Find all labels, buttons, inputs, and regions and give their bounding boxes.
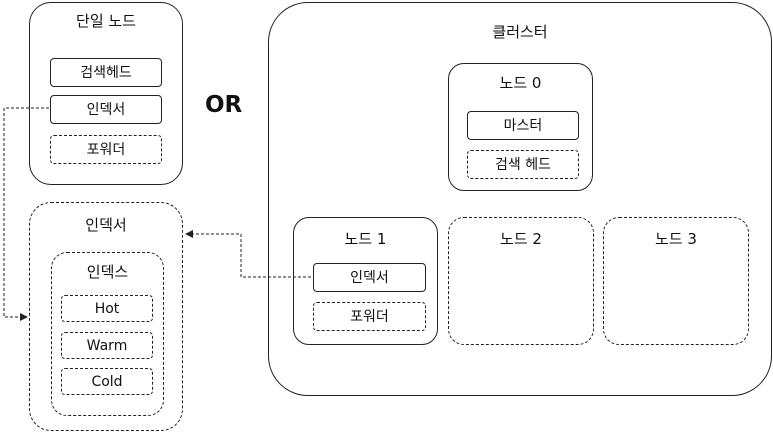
node3-box: 노드 3	[603, 217, 749, 345]
node0-box: 노드 0 마스터 검색 헤드	[448, 63, 593, 191]
node2-box: 노드 2	[448, 217, 594, 345]
single-node-search-head: 검색헤드	[50, 58, 162, 87]
single-node-forwarder: 포워더	[50, 135, 162, 164]
indexer-detail-title: 인덱서	[85, 216, 127, 234]
single-node-box: 단일 노드 검색헤드 인덱서 포워더	[29, 2, 183, 185]
node1-forwarder: 포워더	[313, 302, 426, 331]
node3-title: 노드 3	[655, 230, 697, 248]
node0-search-head: 검색 헤드	[467, 150, 579, 179]
single-node-indexer: 인덱서	[50, 95, 162, 124]
node2-title: 노드 2	[500, 230, 542, 248]
node1-indexer: 인덱서	[313, 263, 426, 292]
node1-box: 노드 1 인덱서 포워더	[293, 217, 438, 345]
bucket-hot: Hot	[61, 295, 153, 322]
node0-title: 노드 0	[499, 74, 542, 92]
index-box: 인덱스 Hot Warm Cold	[51, 252, 164, 416]
cluster-box: 클러스터 노드 0 마스터 검색 헤드 노드 1 인덱서 포워더 노드 2 노드…	[268, 2, 772, 396]
single-node-title: 단일 노드	[76, 12, 136, 30]
bucket-warm: Warm	[61, 332, 153, 359]
cluster-title: 클러스터	[492, 23, 548, 41]
or-label: OR	[205, 92, 243, 118]
node1-title: 노드 1	[344, 230, 387, 248]
bucket-cold: Cold	[61, 368, 153, 395]
node0-master: 마스터	[467, 111, 579, 140]
index-title: 인덱스	[86, 263, 129, 281]
indexer-detail-box: 인덱서 인덱스 Hot Warm Cold	[29, 202, 183, 431]
